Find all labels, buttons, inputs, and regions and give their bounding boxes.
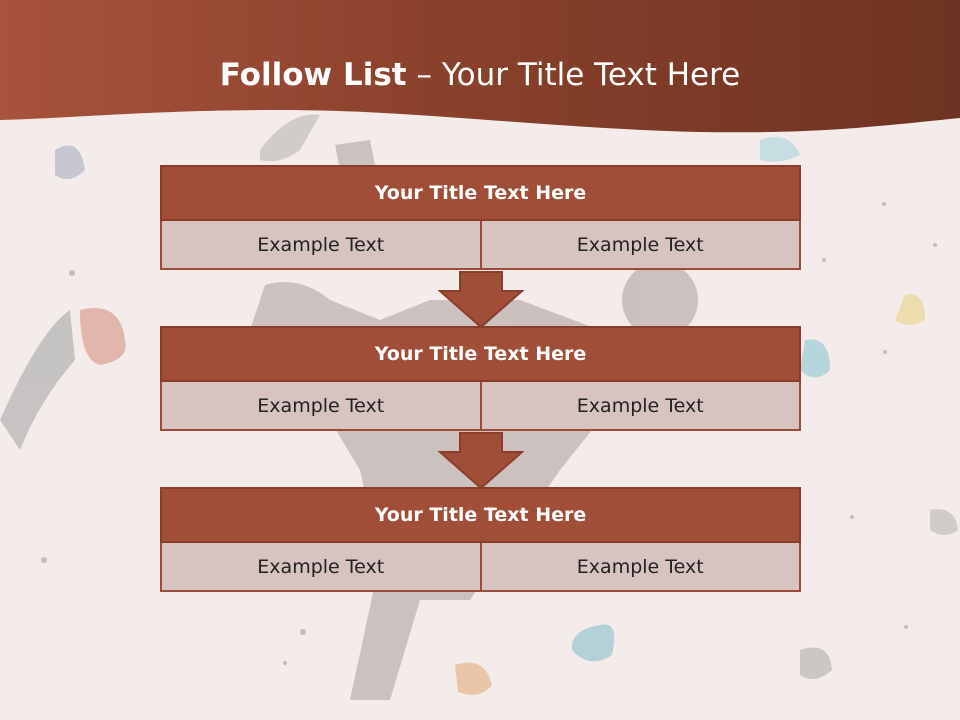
down-arrow-icon [438, 432, 524, 490]
block-cell-right: Example Text [481, 221, 801, 270]
block-cell-right: Example Text [481, 543, 801, 592]
block-cells: Example Text Example Text [160, 543, 801, 592]
block-cell-left: Example Text [160, 221, 482, 270]
slide-title-bold: Follow List [219, 57, 407, 93]
block-cell-right: Example Text [481, 382, 801, 431]
list-block-2: Your Title Text Here Example Text Exampl… [160, 326, 801, 431]
down-arrow-icon [438, 271, 524, 329]
block-cells: Example Text Example Text [160, 221, 801, 270]
block-cell-left: Example Text [160, 543, 482, 592]
block-title: Your Title Text Here [160, 165, 801, 221]
slide-title: Follow List – Your Title Text Here [0, 52, 960, 98]
block-title: Your Title Text Here [160, 487, 801, 543]
list-block-3: Your Title Text Here Example Text Exampl… [160, 487, 801, 592]
block-title: Your Title Text Here [160, 326, 801, 382]
slide-title-rest: – Your Title Text Here [406, 57, 741, 93]
block-cell-left: Example Text [160, 382, 482, 431]
block-cells: Example Text Example Text [160, 382, 801, 431]
list-block-1: Your Title Text Here Example Text Exampl… [160, 165, 801, 270]
